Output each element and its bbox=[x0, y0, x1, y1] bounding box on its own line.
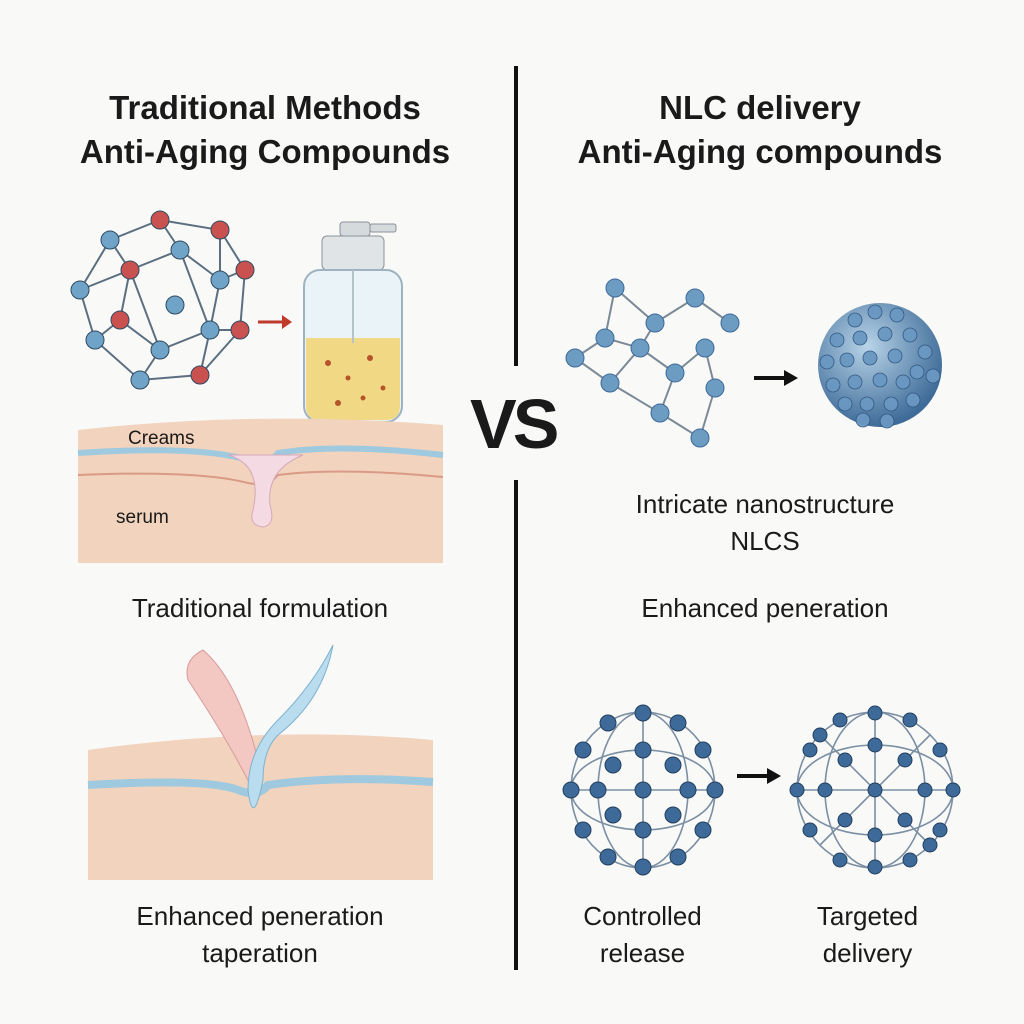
red-arrow-icon bbox=[258, 315, 292, 329]
serum-bottle-illustration bbox=[303, 221, 403, 423]
caption-enhanced-right: Enhanced peneration bbox=[641, 593, 889, 623]
right-title-line2: Anti-Aging compounds bbox=[577, 133, 943, 170]
black-arrow-icon bbox=[754, 370, 798, 386]
label-serum: serum bbox=[116, 507, 169, 528]
vs-label: VS bbox=[470, 385, 559, 463]
nlc-network-illustration bbox=[565, 278, 740, 448]
right-title: NLC delivery Anti-Aging compounds bbox=[540, 86, 980, 174]
caption-intricate-nanostructure: Intricate nanostructure NLCS bbox=[635, 489, 895, 556]
right-title-line1: NLC delivery bbox=[659, 89, 861, 126]
nlc-sphere-illustration bbox=[818, 303, 942, 429]
caption-targeted-delivery: Targeted delivery bbox=[816, 901, 919, 968]
skin-layer-top-illustration bbox=[77, 418, 444, 563]
targeted-delivery-cage-illustration bbox=[789, 705, 961, 875]
label-creams: Creams bbox=[128, 428, 195, 449]
divider-top bbox=[514, 66, 518, 366]
left-title-line2: Anti-Aging Compounds bbox=[79, 133, 451, 170]
left-title-line1: Traditional Methods bbox=[109, 89, 421, 126]
caption-traditional-formulation: Traditional formulation bbox=[131, 593, 389, 623]
caption-controlled-release: Controlled release bbox=[583, 901, 702, 968]
traditional-molecule-illustration bbox=[70, 210, 292, 390]
caption-enhanced-left: Enhanced peneration taperation bbox=[136, 901, 384, 968]
controlled-release-cage-illustration bbox=[562, 704, 724, 876]
left-title: Traditional Methods Anti-Aging Compounds bbox=[40, 86, 490, 174]
divider-bottom bbox=[514, 480, 518, 970]
skin-layer-bottom-illustration bbox=[87, 644, 434, 880]
black-arrow-icon-2 bbox=[737, 768, 781, 784]
